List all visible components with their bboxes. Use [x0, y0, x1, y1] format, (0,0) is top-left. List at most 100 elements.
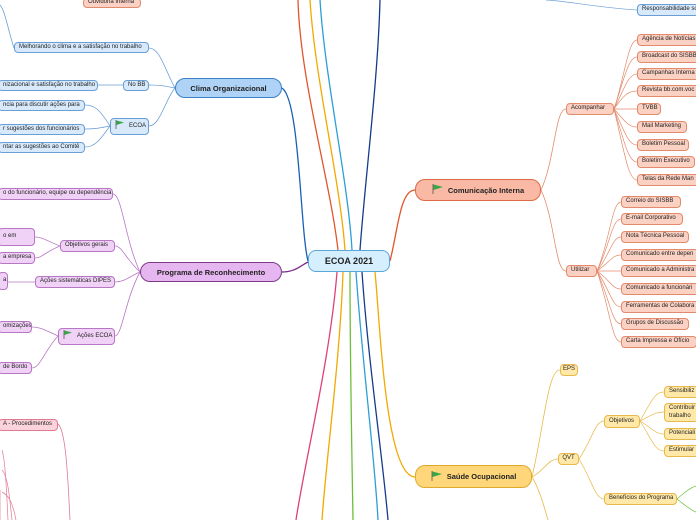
objetivos-child-2[interactable]: a empresa [0, 252, 35, 264]
utilizar-item-9[interactable]: Carta Impressa e Ofício [621, 336, 696, 348]
utilizar-item-6[interactable]: Comunicado a funcionári [621, 283, 696, 295]
acompanhar-item-3[interactable]: Campanhas Interna [637, 68, 696, 80]
connector [281, 87, 309, 262]
acoes-dipes-child[interactable]: a [0, 272, 8, 290]
reconhecimento-top-item[interactable]: o do funcionário, equipe ou dependência [0, 188, 113, 200]
connector [613, 108, 638, 128]
acompanhar-item-5[interactable]: TVBB [637, 103, 661, 115]
clima-organizacional-node[interactable]: Clima Organizacional [175, 78, 282, 98]
connector [57, 423, 71, 520]
connector [1, 491, 17, 520]
utilizar-item-7[interactable]: Ferramentas de Colabora [621, 301, 696, 313]
no-bb-child-node[interactable]: nizacional e satisfação no trabalho [0, 80, 98, 91]
root-node[interactable]: ECOA 2021 [308, 250, 390, 272]
connector [355, 271, 379, 520]
connector [359, 0, 381, 251]
objetivos-gerais-node[interactable]: Objetivos gerais [60, 240, 115, 252]
connector [531, 458, 559, 478]
objetivos-saude-item-2[interactable]: Contribuir trabalho [664, 403, 696, 422]
acompanhar-item-8[interactable]: Boletim Executivo [637, 156, 695, 168]
acoes-dipes-node[interactable]: Ações sistemáticas DIPES [35, 276, 115, 288]
no-bb-node[interactable]: No BB [123, 80, 149, 91]
connector [114, 245, 141, 273]
ouvidoria-node[interactable]: Ouvidoria Interna [83, 0, 141, 8]
connector [374, 271, 416, 478]
acompanhar-item-6[interactable]: Mail Marketing [637, 121, 687, 133]
acompanhar-node[interactable]: Acompanhar [566, 103, 614, 115]
flag-icon [63, 330, 73, 342]
connector [1, 449, 9, 520]
ecoa-label: ECOA [129, 122, 147, 129]
connector [31, 335, 59, 369]
connector [596, 270, 622, 325]
qvt-node[interactable]: QVT [558, 453, 579, 465]
connector [281, 261, 309, 273]
connector [639, 391, 665, 422]
utilizar-item-1[interactable]: Correio do SISBB [621, 196, 681, 208]
utilizar-item-3[interactable]: Nota Técnica Pessoal [621, 231, 689, 243]
acompanhar-item-1[interactable]: Agência de Notícias [637, 34, 696, 46]
connector [84, 125, 111, 130]
connector [34, 236, 61, 247]
connector [596, 270, 622, 343]
connector [389, 189, 416, 262]
connector [531, 476, 549, 520]
acompanhar-item-2[interactable]: Broadcast do SISBB [637, 51, 696, 63]
acompanhar-item-7[interactable]: Boletim Pessoal [637, 139, 689, 151]
connector [148, 47, 176, 89]
connector [676, 498, 696, 513]
comunicacao-interna-node[interactable]: Comunicação Interna [415, 179, 541, 201]
connector [639, 411, 665, 422]
beneficios-programa-node[interactable]: Benefícios do Programa [604, 493, 677, 505]
objetivos-saude-item-1[interactable]: Sensibiliz [664, 386, 696, 398]
connector [114, 271, 141, 337]
ecoa-clima-child-3[interactable]: ntar as sugestões ao Comitê [0, 142, 85, 153]
acoes-ecoa-child-1[interactable]: omizações [0, 321, 32, 333]
ecoa-clima-child-1[interactable]: ncia para discutir ações para [0, 100, 85, 111]
ecoa-clima-node[interactable]: ECOA [110, 118, 149, 135]
procedimentos-node[interactable]: A - Procedimentos [0, 419, 58, 431]
connector [297, 0, 339, 251]
connector [309, 0, 346, 251]
connector [596, 236, 622, 272]
connector [112, 193, 141, 273]
comunicacao-interna-label: Comunicação Interna [447, 185, 525, 195]
utilizar-item-2[interactable]: E-mail Corporativo [621, 213, 683, 225]
programa-reconhecimento-node[interactable]: Programa de Reconhecimento [140, 262, 282, 282]
connector [31, 326, 59, 337]
connector [596, 201, 622, 272]
ecoa-clima-child-2[interactable]: r sugestões dos funcionários [0, 124, 85, 135]
acompanhar-item-9[interactable]: Telas da Rede Man [637, 174, 696, 186]
connector [613, 108, 638, 146]
objetivos-saude-item-4[interactable]: Estimular [664, 445, 696, 457]
saude-ocupacional-label: Saúde Ocupacional [446, 472, 517, 481]
connector [148, 84, 176, 89]
connector [613, 73, 638, 110]
connector [639, 420, 665, 452]
utilizar-item-5[interactable]: Comunicado a Administra [621, 265, 696, 277]
connector [639, 420, 665, 435]
connector [114, 271, 141, 283]
utilizar-node[interactable]: Utilizar [566, 265, 597, 277]
connector [596, 270, 622, 290]
connector [531, 369, 561, 478]
objetivos-saude-node[interactable]: Objetivos [604, 415, 640, 428]
connector [545, 0, 638, 11]
responsabilidade-node[interactable]: Responsabilidade so [637, 4, 696, 16]
acoes-ecoa-node[interactable]: Ações ECOA [58, 328, 115, 345]
utilizar-item-4[interactable]: Comunicado entre depen [621, 249, 696, 261]
melhorando-clima-node[interactable]: Melhorando o clima e a satisfação no tra… [14, 42, 149, 53]
connector [34, 245, 61, 259]
connector [0, 4, 15, 49]
objetivos-saude-item-3[interactable]: Potenciali [664, 428, 696, 440]
connector [613, 108, 638, 163]
objetivos-child-1[interactable]: o em [0, 228, 35, 246]
utilizar-item-8[interactable]: Grupos de Discussão [621, 318, 689, 330]
connector [84, 104, 111, 127]
eps-node[interactable]: EPS [560, 364, 578, 376]
acompanhar-item-4[interactable]: Revista bb.com.voc [637, 85, 696, 97]
saude-ocupacional-node[interactable]: Saúde Ocupacional [415, 465, 532, 488]
acoes-ecoa-child-2[interactable]: de Bordo [0, 362, 32, 374]
connector [578, 458, 605, 500]
